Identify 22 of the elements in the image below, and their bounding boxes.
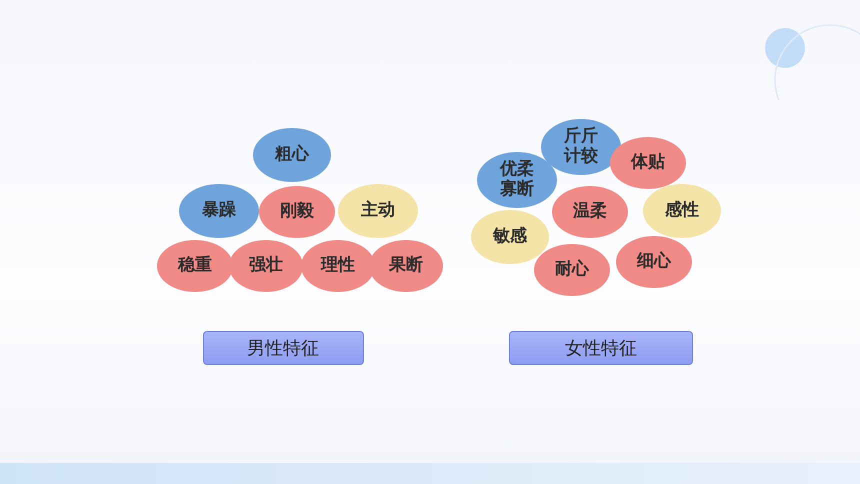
trait-text: 刚毅 [280, 202, 314, 222]
trait-text: 优柔寡断 [499, 160, 535, 200]
trait-text: 暴躁 [202, 201, 236, 221]
trait-oval [477, 152, 557, 208]
category-label-box [202, 331, 364, 365]
trait-text: 体贴 [631, 153, 665, 173]
trait-text: 理性 [321, 256, 355, 276]
trait-text: 稳重 [178, 256, 212, 276]
trait-text: 感性 [665, 201, 699, 221]
trait-text: 主动 [361, 201, 395, 221]
trait-text: 粗心 [275, 145, 309, 165]
trait-text: 温柔 [573, 202, 607, 222]
category-label-box [509, 331, 693, 365]
trait-text: 斤斤计较 [563, 127, 599, 167]
trait-text: 细心 [637, 252, 671, 272]
category-text: 男性特征 [247, 337, 319, 360]
trait-text: 敏感 [493, 227, 527, 247]
trait-oval [552, 186, 628, 238]
trait-text: 果断 [389, 256, 423, 276]
category-text: 女性特征 [565, 337, 637, 360]
trait-text: 强壮 [249, 256, 283, 276]
trait-text: 耐心 [555, 260, 589, 280]
